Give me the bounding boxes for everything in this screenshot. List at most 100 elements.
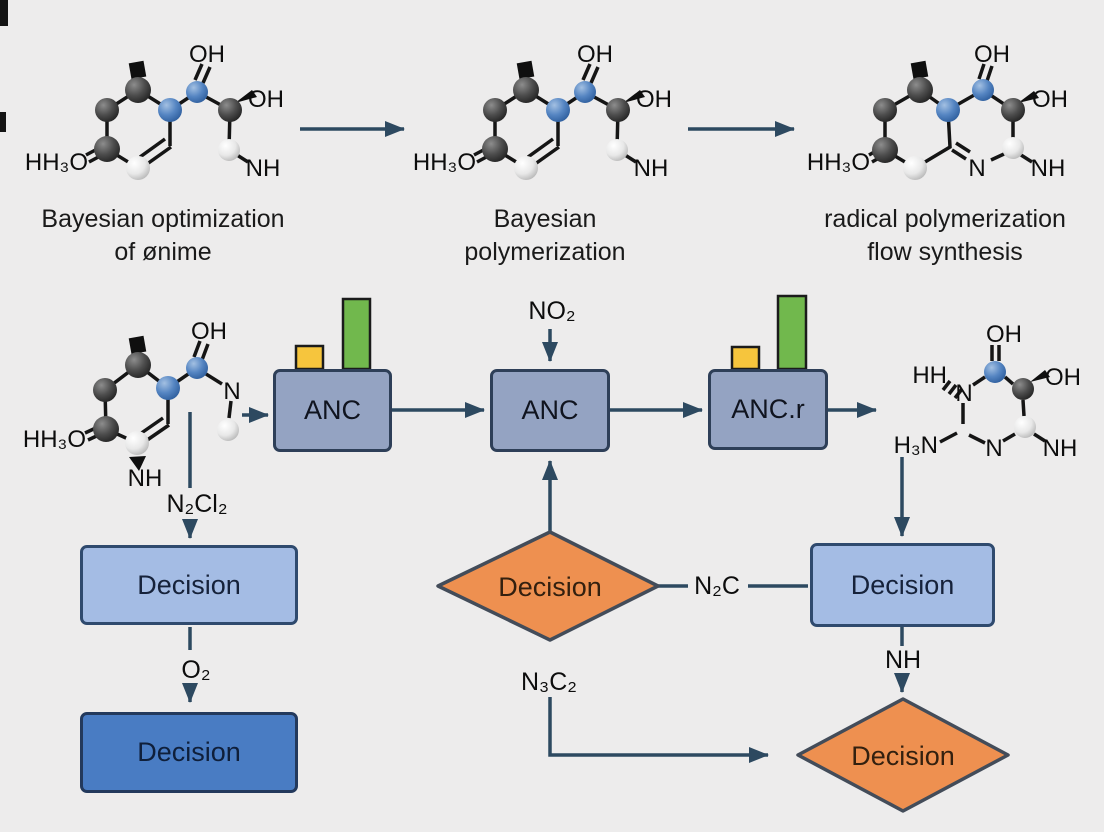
diamond-bottom-label: Decision — [851, 741, 955, 771]
m1-hh3o-label: HH₃O — [25, 149, 88, 176]
methyl-stub — [128, 335, 147, 355]
diamond-mid: Decision — [436, 530, 660, 642]
n3c2-label: N₃C₂ — [521, 668, 577, 696]
m4-nh-label: NH — [128, 465, 163, 492]
flow-connectors — [182, 329, 910, 763]
hydrogen-atom — [1002, 137, 1024, 159]
methyl-stub — [516, 60, 535, 80]
decision-box-left-1: Decision — [80, 545, 298, 625]
bar-chart-icon-1 — [294, 297, 372, 371]
anc-box-1-label: ANC — [303, 395, 361, 425]
nitrogen-atom — [158, 98, 182, 122]
m4-oh-top-label: OH — [191, 318, 227, 345]
carbon-atom — [907, 77, 933, 103]
hydrogen-atom — [217, 419, 239, 441]
decision-box-left-2-label: Decision — [137, 737, 241, 767]
hydrogen-atom — [514, 156, 538, 180]
bonds — [939, 345, 1046, 445]
caption-step1-line2: of ønime — [114, 238, 212, 266]
arrow-n3c2-diamond — [548, 697, 769, 763]
molecule-4: OH N NH HH₃O — [23, 318, 241, 492]
anc-box-1: ANC — [273, 369, 392, 452]
m3-hh3o-label: HH₃O — [807, 149, 870, 176]
nitrogen-atom — [186, 357, 208, 379]
carbon-atom — [94, 136, 120, 162]
methyl-stub — [910, 60, 929, 80]
hydrogen-atom — [903, 156, 927, 180]
carbon-atom — [95, 98, 119, 122]
carbon-atom — [872, 137, 898, 163]
edge-labels: NO₂ N₂Cl₂ O₂ N₂C N₃C₂ NH — [166, 297, 921, 696]
molecule-5: HH N OH OH NH N H₃N — [894, 321, 1081, 462]
nitrogen-atom — [186, 81, 208, 103]
nitrogen-atom — [972, 79, 994, 101]
decision-box-left-1-label: Decision — [137, 569, 241, 600]
wedge-bond — [623, 90, 645, 103]
caption-step2: Bayesian polymerization — [445, 203, 645, 269]
anc-box-2: ANC — [490, 369, 610, 452]
m2-hh3o-label: HH₃O — [413, 149, 476, 176]
molecule-1: OH OH NH HH₃O — [25, 41, 284, 182]
caption-step3-line2: flow synthesis — [867, 238, 1023, 266]
diamond-shape — [436, 530, 660, 642]
wedge-bond — [129, 456, 146, 471]
carbon-atom — [513, 77, 539, 103]
no2-label: NO₂ — [528, 297, 575, 325]
molecule-3: OH OH NH N HH₃O — [807, 41, 1068, 182]
diamond-mid-label: Decision — [498, 572, 602, 602]
image-artifacts — [0, 0, 8, 132]
carbon-atom — [483, 98, 507, 122]
m3-n-bottom-label: N — [968, 155, 985, 182]
bar-chart-icon-2 — [730, 294, 808, 371]
n2c-label: N₂C — [694, 572, 740, 600]
nitrogen-atom — [984, 361, 1006, 383]
nh-edge-label: NH — [885, 646, 921, 674]
wedge-bond — [1030, 370, 1050, 382]
caption-step2-line1: Bayesian — [493, 205, 597, 233]
carbon-atom — [606, 98, 630, 122]
green-bar — [776, 294, 808, 371]
m5-h3n-label: H₃N — [894, 432, 938, 459]
carbon-atom — [1001, 98, 1025, 122]
carbon-atom — [125, 77, 151, 103]
caption-step3: radical polymerization flow synthesis — [815, 203, 1075, 269]
anc-box-2-label: ANC — [521, 395, 579, 425]
nitrogen-atom — [574, 81, 596, 103]
m5-n-bottom-label: N — [985, 435, 1002, 462]
decision-box-right-label: Decision — [850, 569, 955, 600]
carbon-atom — [1012, 378, 1034, 400]
m2-oh-top-label: OH — [577, 41, 613, 68]
diamond-shape — [796, 697, 1010, 813]
yellow-bar — [730, 345, 761, 371]
caption-step2-line2: polymerization — [464, 238, 626, 266]
yellow-bar — [294, 344, 325, 371]
molecule-2: OH OH NH HH₃O — [413, 41, 672, 182]
decision-box-left-2: Decision — [80, 712, 298, 793]
m1-nh-label: NH — [246, 155, 281, 182]
anc-box-3-label: ANC.r — [731, 394, 805, 424]
m5-nh-label: NH — [1043, 435, 1078, 462]
hydrogen-atom — [218, 139, 240, 161]
carbon-atom — [125, 352, 151, 378]
nitrogen-atom — [156, 376, 180, 400]
m5-n-left-label: N — [955, 380, 972, 407]
carbon-atom — [93, 378, 117, 402]
carbon-atom — [482, 136, 508, 162]
carbon-atom — [873, 98, 897, 122]
hydrogen-atom — [1014, 416, 1036, 438]
o2-label: O₂ — [181, 656, 210, 684]
m2-nh-label: NH — [634, 155, 669, 182]
n2cl2-label: N₂Cl₂ — [166, 490, 227, 518]
m5-oh-right-label: OH — [1045, 364, 1081, 391]
hydrogen-atom — [126, 156, 150, 180]
methyl-stub — [128, 60, 147, 80]
m4-hh3o-label: HH₃O — [23, 426, 86, 453]
nitrogen-atom — [936, 98, 960, 122]
green-bar — [341, 297, 372, 371]
nitrogen-atom — [546, 98, 570, 122]
m3-oh-right-label: OH — [1032, 86, 1068, 113]
m3-oh-top-label: OH — [974, 41, 1010, 68]
wedge-bond — [1018, 91, 1039, 103]
